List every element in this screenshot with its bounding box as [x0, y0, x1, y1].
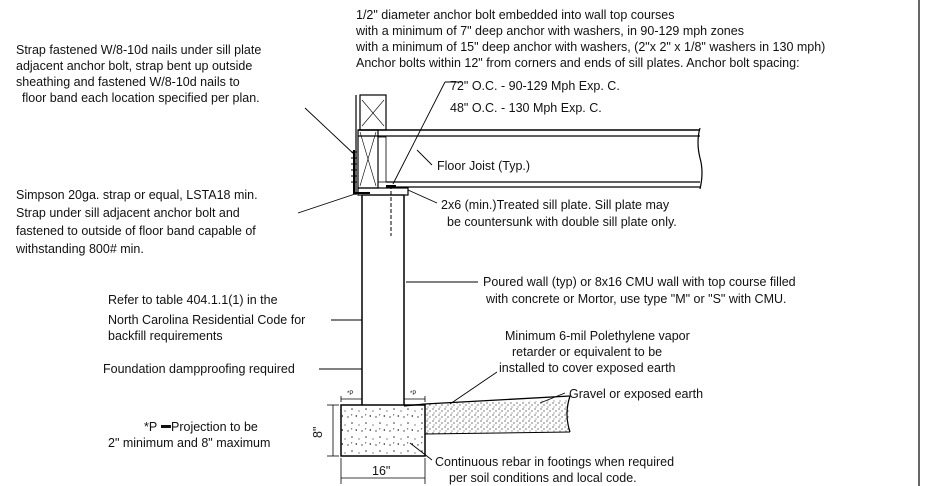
- svg-text:with a minimum of 7" deep anch: with a minimum of 7" deep anchor with wa…: [355, 24, 744, 38]
- svg-text:Minimum 6-mil Polethylene vapo: Minimum 6-mil Polethylene vapor: [505, 329, 690, 343]
- svg-text:Strap under sill adjacent anch: Strap under sill adjacent anchor bolt an…: [16, 206, 240, 220]
- svg-text:fastened to outside of floor b: fastened to outside of floor band capabl…: [16, 224, 256, 238]
- projection-marks: [340, 396, 426, 402]
- gravel-label: Gravel or exposed earth: [569, 387, 703, 401]
- anchor-bolt-note: 1/2" diameter anchor bolt embedded into …: [355, 8, 825, 70]
- svg-text:floor band each location speci: floor band each location specified per p…: [22, 91, 260, 105]
- svg-text:Refer to table 404.1.1(1) in t: Refer to table 404.1.1(1) in the: [108, 293, 278, 307]
- footing: [340, 404, 426, 457]
- svg-text:Poured wall (typ) or 8x16 CMU: Poured wall (typ) or 8x16 CMU wall with …: [483, 275, 796, 289]
- upper-wall: [355, 94, 387, 195]
- floor-joist: [358, 127, 703, 190]
- svg-text:1/2" diameter anchor bolt embe: 1/2" diameter anchor bolt embedded into …: [356, 8, 675, 22]
- projection-mark-right: *P: [410, 391, 416, 397]
- svg-text:per soil conditions and local: per soil conditions and local code.: [449, 471, 637, 485]
- svg-text:withstanding 800# min.: withstanding 800# min.: [15, 242, 144, 256]
- svg-text:Simpson 20ga. strap or equal,: Simpson 20ga. strap or equal, LSTA18 min…: [16, 188, 258, 202]
- poured-wall-note: Poured wall (typ) or 8x16 CMU wall with …: [483, 275, 796, 306]
- strap-nails-note: Strap fastened W/8-10d nails under sill …: [16, 43, 261, 105]
- svg-text:Projection to be: Projection to be: [171, 420, 258, 434]
- simpson-strap-note: Simpson 20ga. strap or equal, LSTA18 min…: [15, 188, 258, 256]
- backfill-note: Refer to table 404.1.1(1) in the North C…: [108, 293, 305, 343]
- svg-text:with a minimum of 15" deep anc: with a minimum of 15" deep anchor with w…: [355, 40, 825, 54]
- sill-plate-note: 2x6 (min.)Treated sill plate. Sill plate…: [441, 198, 677, 229]
- svg-text:with concrete or Mortor, use t: with concrete or Mortor, use type "M" or…: [485, 292, 786, 306]
- svg-text:adjacent anchor bolt, strap be: adjacent anchor bolt, strap bent up outs…: [16, 59, 252, 73]
- dim-footing-depth: [327, 404, 339, 457]
- floor-joist-label: Floor Joist (Typ.): [437, 159, 530, 173]
- vapor-retarder-note: Minimum 6-mil Polethylene vapor retarder…: [499, 329, 690, 375]
- footing-width-label: 16": [372, 464, 390, 478]
- floor-band: [357, 129, 387, 189]
- svg-text:installed to cover exposed ear: installed to cover exposed earth: [499, 361, 676, 375]
- svg-text:2x6 (min.)Treated sill plate.: 2x6 (min.)Treated sill plate. Sill plate…: [441, 198, 670, 212]
- dim-footing-width: [340, 458, 426, 484]
- rebar-note: Continuous rebar in footings when requir…: [435, 455, 674, 485]
- svg-text:backfill requirements: backfill requirements: [108, 329, 223, 343]
- svg-text:sheathing and fastened W/8-10d: sheathing and fastened W/8-10d nails to: [16, 75, 240, 89]
- svg-text:Continuous rebar in footings w: Continuous rebar in footings when requir…: [435, 455, 674, 469]
- spacing-130: 48" O.C. - 130 Mph Exp. C.: [450, 101, 602, 115]
- svg-text:be countersunk with double sil: be countersunk with double sill plate on…: [447, 215, 677, 229]
- svg-text:North Carolina Residential Cod: North Carolina Residential Code for: [108, 313, 305, 327]
- svg-text:retarder or equivalent to be: retarder or equivalent to be: [512, 345, 662, 359]
- projection-mark-left: *P: [347, 391, 353, 397]
- anchor-washer: [386, 185, 396, 188]
- svg-text:2" minimum and 8" maximum: 2" minimum and 8" maximum: [108, 436, 270, 450]
- strap-nails: [351, 151, 357, 183]
- gravel-earth: [403, 395, 571, 435]
- spacing-90-129: 72" O.C. - 90-129 Mph Exp. C.: [450, 79, 620, 93]
- svg-text:Strap fastened W/8-10d nails u: Strap fastened W/8-10d nails under sill …: [16, 43, 261, 57]
- svg-text:Anchor bolts within 12" from c: Anchor bolts within 12" from corners and…: [356, 56, 800, 70]
- foundation-wall: [361, 194, 405, 405]
- projection-note: *P Projection to be 2" minimum and 8" ma…: [108, 420, 270, 450]
- leader-lines: [297, 81, 566, 461]
- dampproofing-label: Foundation dampproofing required: [103, 362, 295, 376]
- svg-text:*P: *P: [144, 420, 157, 434]
- footing-depth-label: 8": [311, 427, 325, 438]
